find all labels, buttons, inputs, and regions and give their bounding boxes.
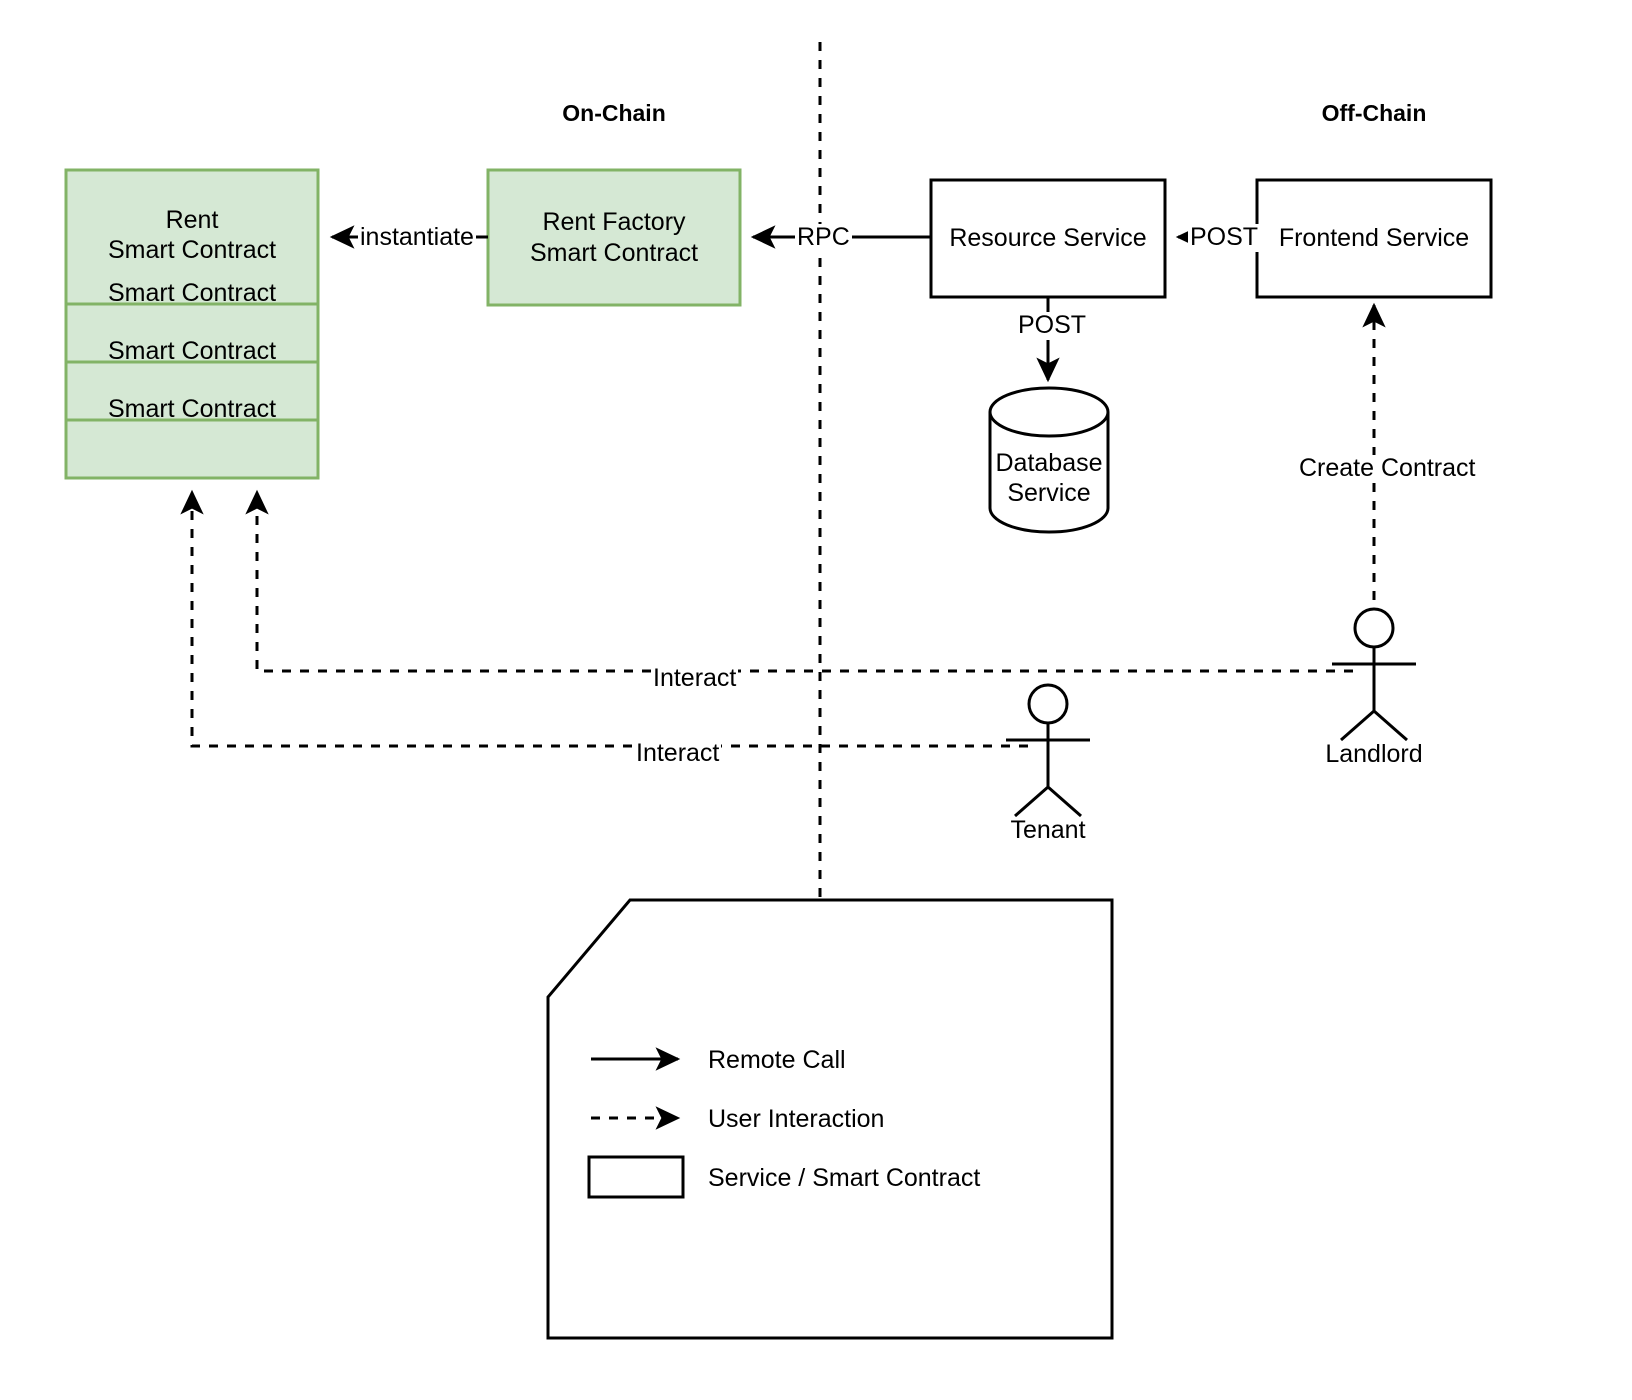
legend-container (546, 898, 1114, 1340)
rent-factory-contract-box[interactable] (486, 168, 742, 307)
database-service-cylinder[interactable] (988, 386, 1110, 534)
tenant-actor-figure[interactable] (1006, 683, 1090, 818)
section-title-off-chain: Off-Chain (1321, 100, 1427, 126)
edge-label-interact-landlord: Interact (651, 664, 739, 693)
rent-contract-stack-box-1[interactable] (64, 168, 320, 306)
landlord-actor-figure[interactable] (1332, 607, 1416, 742)
frontend-service-box[interactable] (1255, 178, 1493, 299)
edge-label-interact-tenant: Interact (634, 739, 722, 768)
edge-label-rpc: RPC (795, 223, 852, 252)
edge-interact-landlord (245, 489, 1353, 673)
section-title-on-chain: On-Chain (562, 100, 666, 126)
legend-label-remote-call: Remote Call (708, 1046, 846, 1074)
edge-label-post-frontend: POST (1188, 223, 1261, 252)
edge-label-post-database: POST (1016, 311, 1089, 340)
legend-label-user-interaction: User Interaction (708, 1105, 885, 1133)
edge-label-create-contract: Create Contract (1297, 454, 1478, 483)
resource-service-box[interactable] (929, 178, 1167, 299)
legend-label-service-smart-contract: Service / Smart Contract (708, 1164, 981, 1192)
landlord-actor-label: Landlord (1325, 740, 1423, 768)
edge-interact-tenant (180, 489, 1028, 748)
tenant-actor-label: Tenant (1010, 816, 1086, 844)
legend-rectangle-icon (587, 1155, 685, 1199)
edge-label-instantiate: instantiate (358, 223, 476, 252)
